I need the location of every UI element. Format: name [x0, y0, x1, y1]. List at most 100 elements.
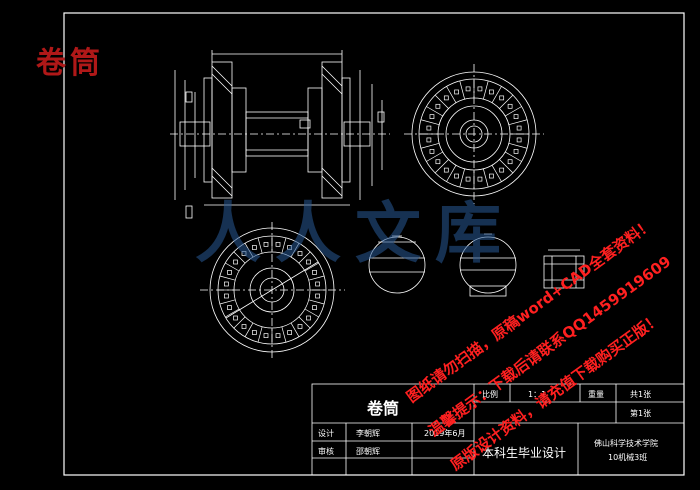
rib-line	[233, 251, 246, 264]
designer-label: 设计	[318, 429, 334, 438]
school-name: 佛山科学技术学院	[594, 439, 658, 448]
rib-line	[290, 322, 300, 337]
rib-line	[491, 165, 502, 182]
checker-name: 邵朝辉	[356, 447, 380, 456]
rib-line	[426, 151, 443, 162]
rib-hole	[513, 149, 519, 154]
rib-hole	[233, 259, 238, 265]
rib-line	[499, 159, 514, 174]
checker-label: 审核	[318, 447, 334, 456]
rib-hole	[275, 333, 281, 338]
rib-line	[459, 80, 466, 100]
rib-hole	[224, 293, 229, 299]
rib-hole	[499, 95, 505, 101]
rib-hole	[454, 173, 459, 179]
rib-hole	[516, 125, 522, 131]
rib-hole	[435, 159, 441, 165]
rib-line	[281, 326, 287, 343]
rib-line	[505, 106, 522, 117]
rib-line	[304, 262, 319, 272]
rib-line	[420, 119, 440, 126]
rib-hole	[465, 86, 471, 92]
section-detail-1	[368, 235, 426, 294]
design-date: 2019年6月	[424, 429, 466, 438]
rib-hole	[306, 315, 311, 321]
rib-hole	[516, 137, 522, 143]
rib-line	[281, 237, 287, 254]
rib-hole	[435, 103, 441, 109]
rib-line	[446, 165, 457, 182]
rib-line	[482, 80, 489, 100]
rib-hole	[477, 176, 483, 182]
rib-hole	[263, 242, 269, 247]
rib-hole	[312, 270, 317, 275]
rib-hole	[227, 270, 232, 275]
rib-hole	[426, 137, 432, 143]
rib-line	[298, 251, 311, 264]
rib-hole	[297, 251, 303, 256]
section-detail-3	[543, 249, 585, 289]
rib-hole	[227, 305, 232, 310]
rib-line	[290, 243, 300, 258]
rib-line	[244, 243, 254, 258]
weight-label: 重量	[588, 390, 604, 399]
rib-hole	[465, 176, 471, 182]
rib-hole	[233, 315, 238, 321]
rib-hole	[252, 245, 257, 250]
rib-line	[508, 142, 528, 149]
rib-line	[257, 326, 263, 343]
rib-hole	[426, 125, 432, 131]
scale-value: 1：1	[528, 390, 547, 399]
rib-hole	[477, 86, 483, 92]
rib-line	[426, 106, 443, 117]
rib-line	[459, 168, 466, 188]
rib-line	[446, 86, 457, 103]
watermark-logo: 人人文库	[195, 194, 515, 272]
rib-hole	[275, 242, 281, 247]
rib-hole	[454, 89, 459, 95]
rib-hole	[263, 333, 269, 338]
sheet-number: 第1张	[630, 409, 652, 418]
rib-line	[225, 262, 240, 272]
drum-section-view	[170, 50, 390, 219]
rib-line	[508, 119, 528, 126]
rib-hole	[443, 167, 449, 173]
face-view-ribs	[419, 79, 529, 189]
side-view-ribs	[218, 236, 326, 344]
rib-line	[244, 322, 254, 337]
rib-line	[257, 237, 263, 254]
rib-hole	[224, 281, 229, 287]
rib-line	[491, 86, 502, 103]
rib-hole	[287, 245, 292, 250]
rib-line	[434, 159, 449, 174]
project-title: 本科生毕业设计	[482, 446, 567, 460]
class-name: 10机械3班	[608, 453, 648, 462]
rib-hole	[507, 103, 513, 109]
rib-hole	[315, 293, 320, 299]
rib-hole	[499, 167, 505, 173]
rib-hole	[429, 149, 435, 154]
rib-line	[219, 275, 236, 281]
rib-hole	[315, 281, 320, 287]
designer-name: 李朝辉	[356, 429, 380, 438]
rib-line	[499, 94, 514, 109]
rib-line	[304, 308, 319, 318]
rib-hole	[241, 251, 247, 256]
rib-hole	[252, 330, 257, 335]
rib-hole	[287, 330, 292, 335]
rib-line	[219, 299, 236, 305]
sheets-total: 共1张	[630, 390, 652, 399]
rib-line	[420, 142, 440, 149]
rib-line	[482, 168, 489, 188]
rib-hole	[489, 173, 494, 179]
section-detail-2	[459, 233, 517, 297]
rib-line	[308, 275, 325, 281]
rib-hole	[507, 159, 513, 165]
part-name: 卷筒	[367, 399, 400, 418]
rib-hole	[306, 259, 311, 265]
rib-line	[434, 94, 449, 109]
rib-hole	[513, 114, 519, 119]
rib-line	[233, 316, 246, 329]
rib-hole	[312, 305, 317, 310]
